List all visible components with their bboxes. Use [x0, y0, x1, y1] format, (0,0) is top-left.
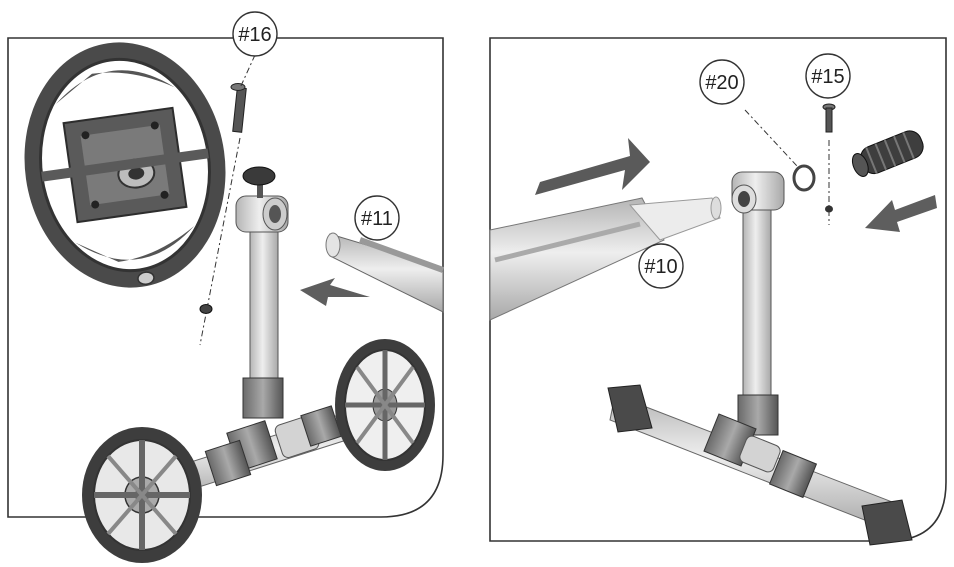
wheel-icon — [82, 427, 202, 563]
axle — [149, 404, 379, 501]
upright-tube — [235, 166, 289, 419]
tube-10 — [489, 196, 722, 321]
callout-16-label: #16 — [238, 24, 271, 46]
callout-15: #15 — [805, 53, 851, 99]
callout-11: #11 — [354, 195, 400, 241]
callout-15-label: #15 — [811, 66, 844, 88]
callout-20-label: #20 — [705, 72, 738, 94]
left-panel: #16 #11 — [7, 11, 445, 563]
callout-10-label: #10 — [644, 256, 677, 278]
nut-icon — [199, 304, 213, 314]
callout-11-label: #11 — [361, 208, 393, 230]
wheel-icon — [24, 42, 226, 288]
base-bar — [607, 384, 913, 546]
callout-16: #16 — [232, 11, 278, 57]
washer-icon — [744, 109, 816, 192]
wheel-icon — [335, 339, 435, 471]
arrow-icon — [865, 195, 937, 232]
arrow-icon — [535, 138, 650, 195]
right-panel: #20 #15 #10 — [489, 37, 947, 546]
screw-icon — [199, 54, 256, 346]
end-cap-icon — [851, 130, 924, 177]
callout-20: #20 — [699, 59, 745, 105]
upright-tube — [731, 171, 785, 436]
left-panel-frame — [7, 37, 444, 518]
callout-10: #10 — [638, 243, 684, 289]
nut-icon — [825, 205, 833, 213]
arrow-icon — [300, 278, 370, 306]
tube-11 — [325, 232, 445, 313]
right-panel-frame — [489, 37, 947, 542]
